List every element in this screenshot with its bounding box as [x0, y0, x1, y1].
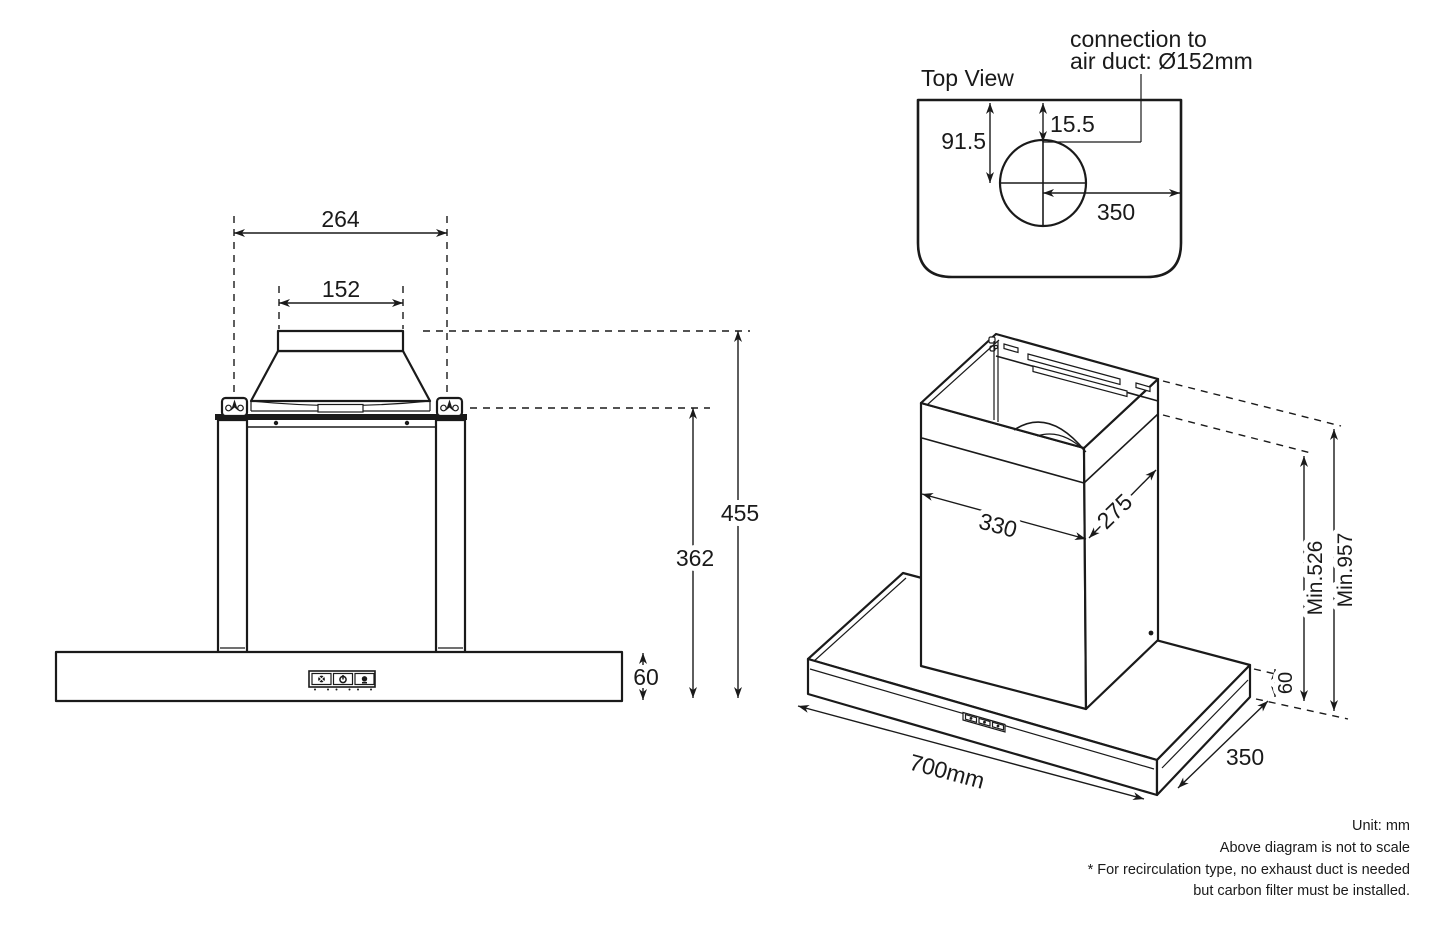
iso-screw	[1148, 630, 1154, 636]
front-view-dimensions: 264 152 455 362 60	[234, 206, 764, 700]
dim-700mm-label: 700mm	[907, 749, 988, 794]
control-panel	[308, 670, 376, 691]
rail-screw-left	[273, 420, 279, 426]
iso-chimney	[919, 332, 1160, 711]
fan-icon	[318, 675, 325, 683]
panel-tick-marks	[314, 688, 372, 691]
iso-duct-hole-arc	[1013, 421, 1086, 452]
footnotes: Unit: mm Above diagram is not to scale *…	[1088, 818, 1410, 899]
mounting-rail	[215, 414, 467, 420]
wall-bracket-right	[435, 396, 464, 418]
dim-350-iso-label: 350	[1226, 744, 1264, 770]
power-icon	[339, 675, 347, 684]
top-view-title: Top View	[921, 65, 1014, 91]
dim-152-label: 152	[322, 276, 360, 302]
dim-455-label: 455	[721, 500, 759, 526]
recirculation-note-line1: * For recirculation type, no exhaust duc…	[1088, 862, 1410, 878]
wall-bracket-left	[220, 396, 249, 418]
dim-min957-label: Min.957	[1334, 533, 1357, 608]
duct-callout-line2: air duct: Ø152mm	[1070, 48, 1253, 74]
duct-cone	[249, 349, 432, 403]
dim-264-label: 264	[321, 206, 360, 232]
front-view-extension-lines	[233, 216, 750, 409]
top-view-outline	[916, 98, 1183, 279]
unit-note: Unit: mm	[1352, 818, 1410, 834]
duct-stub	[276, 329, 405, 353]
dim-60-front-label: 60	[633, 664, 659, 690]
chimney-column-right	[434, 418, 467, 655]
dim-350-top-label: 350	[1097, 199, 1135, 225]
rail-screw-right	[404, 420, 410, 426]
top-view: Top View connection to air duct: Ø152mm …	[916, 26, 1253, 279]
iso-view: 330 275 700mm 350 60 Min.526 Min.957	[797, 332, 1362, 801]
duct-callout-line1: connection to	[1070, 26, 1207, 52]
dim-60-iso-label: 60	[1275, 672, 1297, 694]
dim-min526-label: Min.526	[1304, 541, 1327, 616]
chimney-column-left	[216, 418, 249, 655]
front-view: 264 152 455 362 60	[54, 206, 764, 703]
light-icon	[361, 676, 368, 684]
recirculation-note-line2: but carbon filter must be installed.	[1193, 883, 1410, 899]
scale-note: Above diagram is not to scale	[1220, 840, 1410, 856]
dim-15-5-label: 15.5	[1050, 111, 1095, 137]
dim-91-5-label: 91.5	[941, 128, 986, 154]
front-view-drawing	[54, 329, 624, 703]
dim-362-label: 362	[676, 545, 714, 571]
